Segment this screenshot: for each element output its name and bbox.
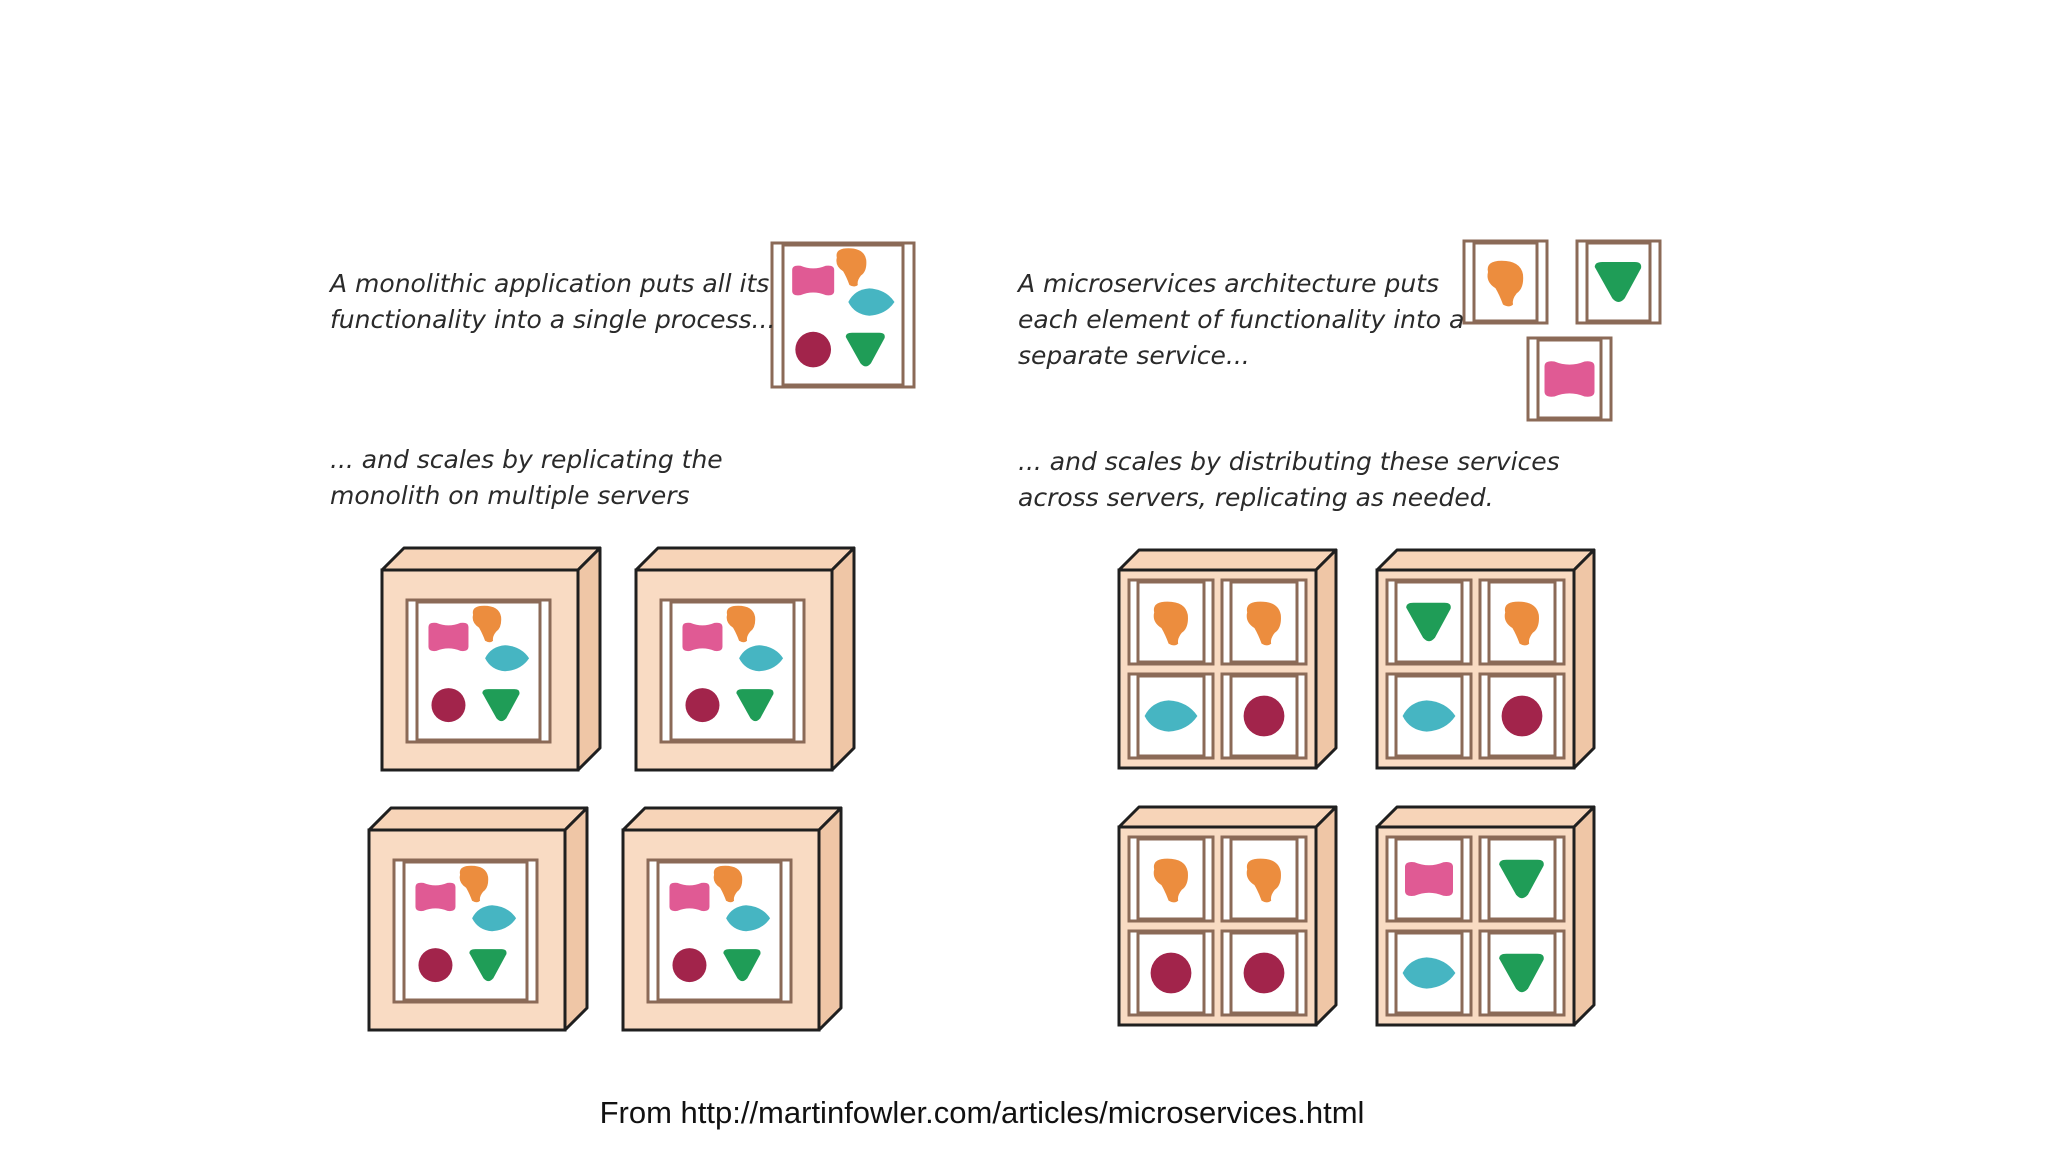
server-top xyxy=(1117,805,1338,829)
green-triangle-icon xyxy=(736,689,774,722)
microservices-caption-line-2: each element of functionality into a xyxy=(1018,305,1464,334)
teal-diamond-icon xyxy=(1402,700,1456,732)
server-side xyxy=(1314,548,1338,770)
microservices-caption: A microservices architecture puts each e… xyxy=(1016,269,1472,370)
teal-diamond-icon xyxy=(739,645,784,672)
monolith-scale-line-1: ... and scales by replicating the xyxy=(330,445,723,474)
server-side xyxy=(576,546,602,772)
green-triangle-icon xyxy=(845,332,885,367)
server-side xyxy=(1572,548,1596,770)
microservices-scale-caption: ... and scales by distributing these ser… xyxy=(1018,447,1568,512)
microservice-cell xyxy=(1478,672,1566,760)
green-triangle-icon xyxy=(1594,262,1642,302)
server-side xyxy=(817,806,843,1032)
microservices-scale-line-2: across servers, replicating as needed. xyxy=(1018,483,1494,512)
pink-bowtie-icon xyxy=(669,882,710,912)
microservice-cell xyxy=(1478,835,1566,923)
microservices-scale-line-1: ... and scales by distributing these ser… xyxy=(1018,447,1560,476)
orange-blob-icon xyxy=(1153,858,1188,903)
pink-bowtie-icon xyxy=(428,622,469,652)
crimson-circle-icon xyxy=(795,331,832,368)
teal-diamond-icon xyxy=(726,905,771,932)
microservices-caption-line-1: A microservices architecture puts xyxy=(1016,269,1439,298)
pink-bowtie-icon xyxy=(1544,361,1595,397)
server-top xyxy=(634,546,856,572)
server-side xyxy=(1314,805,1338,1027)
green-triangle-icon xyxy=(1499,953,1544,993)
orange-blob-icon xyxy=(713,865,743,903)
microservices-caption-line-3: separate service... xyxy=(1018,341,1250,370)
teal-diamond-icon xyxy=(1402,957,1456,989)
server-side xyxy=(830,546,856,772)
server-top xyxy=(1375,548,1596,572)
monolith-scale-caption: ... and scales by replicating the monoli… xyxy=(330,445,731,510)
pink-bowtie-icon xyxy=(792,265,835,296)
server-side xyxy=(1572,805,1596,1027)
microservice-cell xyxy=(1385,672,1473,760)
orange-blob-icon xyxy=(472,605,502,643)
servers-layer xyxy=(367,239,1662,1032)
monolith-caption-line-2: functionality into a single process... xyxy=(330,305,775,334)
service-process-1 xyxy=(1462,239,1549,325)
monolith-scale-line-2: monolith on multiple servers xyxy=(330,481,690,510)
crimson-circle-icon xyxy=(1243,695,1285,737)
server-side xyxy=(563,806,589,1032)
green-triangle-icon xyxy=(469,949,507,982)
monolith-caption-line-1: A monolithic application puts all its xyxy=(328,269,769,298)
teal-diamond-icon xyxy=(485,645,530,672)
source-citation: From http://martinfowler.com/articles/mi… xyxy=(600,1095,1365,1130)
server-top xyxy=(621,806,843,832)
teal-diamond-icon xyxy=(848,288,895,316)
orange-blob-icon xyxy=(726,605,756,643)
teal-diamond-icon xyxy=(1144,700,1198,732)
green-triangle-icon xyxy=(482,689,520,722)
server-top xyxy=(367,806,589,832)
service-process-3 xyxy=(1526,336,1613,422)
orange-blob-icon xyxy=(1246,858,1281,903)
crimson-circle-icon xyxy=(1501,695,1543,737)
crimson-circle-icon xyxy=(431,688,466,723)
monolith-caption: A monolithic application puts all its fu… xyxy=(328,269,777,334)
green-triangle-icon xyxy=(1406,602,1451,642)
crimson-circle-icon xyxy=(685,688,720,723)
orange-blob-icon xyxy=(1487,260,1524,307)
shapes-layer xyxy=(415,248,1642,994)
green-triangle-icon xyxy=(1499,859,1544,899)
crimson-circle-icon xyxy=(1243,952,1285,994)
server-top xyxy=(1375,805,1596,829)
orange-blob-icon xyxy=(1246,601,1281,646)
microservice-cell xyxy=(1220,929,1308,1017)
server-top xyxy=(1117,548,1338,572)
orange-blob-icon xyxy=(1504,601,1539,646)
crimson-circle-icon xyxy=(672,948,707,983)
orange-blob-icon xyxy=(459,865,489,903)
crimson-circle-icon xyxy=(418,948,453,983)
pink-bowtie-icon xyxy=(1405,862,1453,896)
orange-blob-icon xyxy=(836,248,867,287)
server-top xyxy=(380,546,602,572)
orange-blob-icon xyxy=(1153,601,1188,646)
crimson-circle-icon xyxy=(1150,952,1192,994)
teal-diamond-icon xyxy=(472,905,517,932)
pink-bowtie-icon xyxy=(682,622,723,652)
pink-bowtie-icon xyxy=(415,882,456,912)
green-triangle-icon xyxy=(723,949,761,982)
